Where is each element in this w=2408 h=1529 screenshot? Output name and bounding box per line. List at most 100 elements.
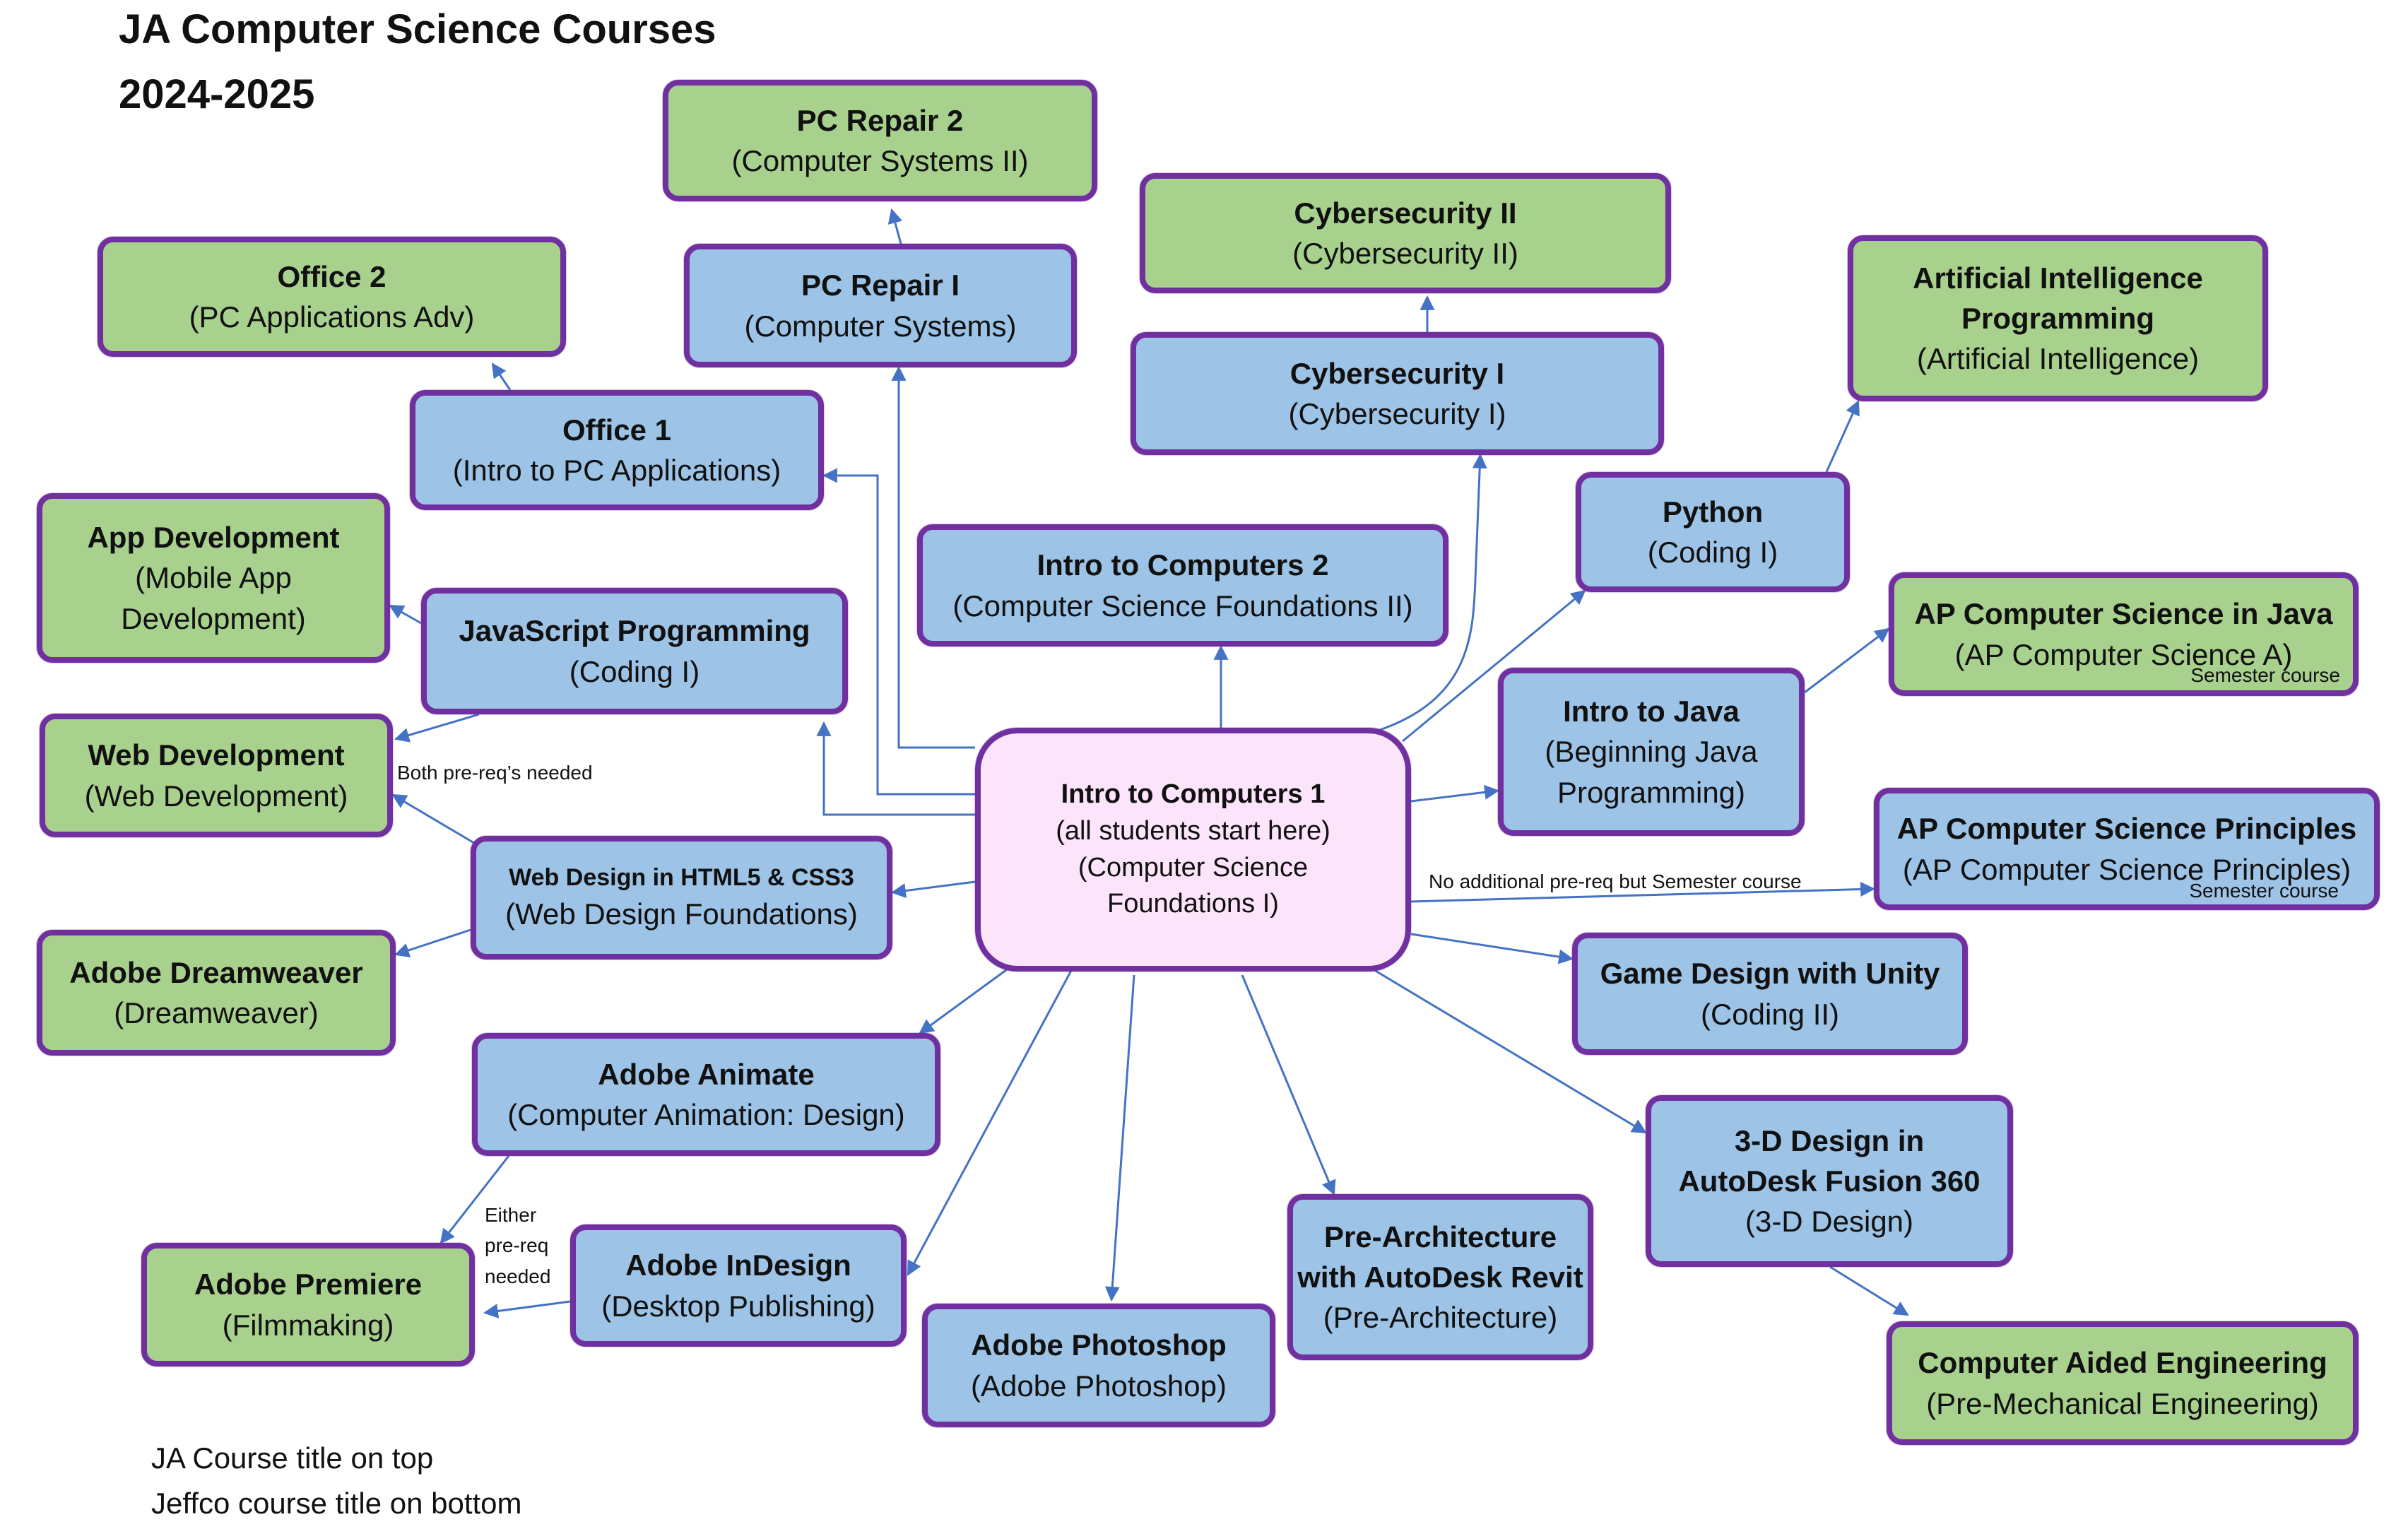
course-pc-repair-2[interactable]: PC Repair 2 (Computer Systems II)	[663, 80, 1097, 201]
course-title: Adobe InDesign	[625, 1248, 851, 1282]
course-title: Game Design with Unity	[1600, 957, 1940, 991]
course-office-2[interactable]: Office 2 (PC Applications Adv)	[98, 237, 566, 357]
course-pc-repair-1[interactable]: PC Repair I (Computer Systems)	[684, 244, 1077, 367]
course-subtitle: (Coding I)	[569, 654, 700, 688]
course-cybersecurity-1[interactable]: Cybersecurity I (Cybersecurity I)	[1131, 332, 1664, 455]
course-title-line1: Pre-Architecture	[1323, 1220, 1557, 1253]
course-adobe-indesign[interactable]: Adobe InDesign (Desktop Publishing)	[570, 1224, 907, 1347]
arrow-js-to-appdev	[389, 604, 422, 625]
course-title: JavaScript Programming	[459, 614, 810, 648]
arrow-3d-to-cae	[1829, 1265, 1909, 1316]
course-subtitle: (Computer Animation: Design)	[507, 1098, 905, 1131]
arrow-intro1-to-gamedesign	[1410, 933, 1574, 964]
course-subtitle: (Dreamweaver)	[114, 996, 319, 1029]
course-title: Adobe Dreamweaver	[69, 955, 363, 989]
course-python[interactable]: Python (Coding I)	[1576, 472, 1850, 592]
course-adobe-dreamweaver[interactable]: Adobe Dreamweaver (Dreamweaver)	[37, 930, 396, 1056]
arrow-intro1-to-pcrepair1	[891, 365, 975, 749]
note-either-line1: Either	[485, 1204, 537, 1226]
course-adobe-photoshop[interactable]: Adobe Photoshop (Adobe Photoshop)	[922, 1304, 1275, 1427]
course-title: Intro to Computers 1	[1061, 779, 1326, 810]
course-ap-cs-principles[interactable]: AP Computer Science Principles (AP Compu…	[1874, 788, 2380, 910]
arrow-webdesign-to-dreamweaver	[394, 928, 471, 958]
course-title-line1: Artificial Intelligence	[1913, 261, 2203, 295]
course-title: Adobe Photoshop	[971, 1328, 1227, 1362]
course-subtitle: (Cybersecurity II)	[1292, 237, 1518, 270]
course-intro-to-computers-1[interactable]: Intro to Computers 1 (all students start…	[975, 728, 1411, 972]
course-subtitle: (Filmmaking)	[222, 1308, 394, 1342]
course-subtitle: (AP Computer Science A)	[1954, 637, 2293, 671]
course-title: App Development	[87, 521, 340, 555]
legend-line-1: JA Course title on top	[151, 1441, 434, 1475]
course-cybersecurity-2[interactable]: Cybersecurity II (Cybersecurity II)	[1140, 173, 1671, 293]
course-subtitle: (Computer Systems II)	[731, 144, 1029, 177]
arrow-js-to-webdev	[394, 713, 480, 743]
note-either-prereq: Either pre-req needed	[485, 1200, 550, 1292]
course-office-1[interactable]: Office 1 (Intro to PC Applications)	[410, 390, 824, 510]
course-subtitle: (Adobe Photoshop)	[971, 1369, 1227, 1403]
course-subtitle: (3-D Design)	[1745, 1205, 1914, 1239]
arrow-intro1-to-indesign	[907, 967, 1074, 1276]
arrow-intro1-to-photoshop	[1104, 974, 1135, 1302]
note-either-line3: needed	[485, 1265, 551, 1287]
arrow-intro1-to-cyber1	[1377, 453, 1487, 732]
course-subtitle: (Desktop Publishing)	[601, 1289, 875, 1323]
course-web-development[interactable]: Web Development (Web Development)	[40, 714, 393, 837]
course-computer-aided-engineering[interactable]: Computer Aided Engineering (Pre-Mechanic…	[1887, 1321, 2359, 1445]
arrow-intro1-to-python	[1402, 589, 1586, 743]
course-title: PC Repair 2	[796, 103, 964, 137]
course-intro-to-java[interactable]: Intro to Java (Beginning Java Programmin…	[1498, 668, 1805, 836]
course-subtitle: (Cybersecurity I)	[1288, 397, 1506, 430]
arrow-intro1-to-js	[816, 721, 975, 816]
course-subtitle-line1: (Mobile App	[135, 561, 292, 595]
arrow-intro1-to-introjava	[1410, 784, 1500, 803]
course-ai-programming[interactable]: Artificial Intelligence Programming (Art…	[1848, 235, 2268, 401]
course-title: Office 1	[562, 413, 672, 447]
page-title: JA Computer Science Courses	[119, 6, 716, 52]
course-title: Intro to Computers 2	[1037, 548, 1329, 582]
course-title: Web Design in HTML5 & CSS3	[509, 863, 854, 891]
course-title-line2: AutoDesk Fusion 360	[1678, 1164, 1981, 1198]
arrow-intro1-to-office1	[822, 468, 975, 796]
course-title-line2: Programming	[1961, 301, 2155, 335]
semester-course-note: Semester course	[2189, 879, 2339, 902]
course-start-note: (all students start here)	[1056, 815, 1330, 846]
course-title: Cybersecurity II	[1294, 196, 1517, 230]
course-game-design-unity[interactable]: Game Design with Unity (Coding II)	[1572, 933, 1968, 1055]
course-subtitle: (Pre-Architecture)	[1323, 1301, 1558, 1335]
course-title: Cybersecurity I	[1289, 356, 1505, 390]
course-subtitle: (Artificial Intelligence)	[1916, 342, 2200, 376]
course-adobe-animate[interactable]: Adobe Animate (Computer Animation: Desig…	[472, 1033, 940, 1156]
course-title-line2: with AutoDesk Revit	[1297, 1260, 1583, 1294]
arrow-intro1-to-apcsp	[1410, 882, 1876, 903]
course-title: Computer Aided Engineering	[1918, 1346, 2327, 1380]
course-subtitle: (Coding I)	[1647, 536, 1778, 569]
course-subtitle: (Computer Science Foundations II)	[952, 589, 1413, 622]
arrow-animate-to-premiere	[439, 1155, 510, 1244]
course-title: Office 2	[277, 259, 386, 293]
page-year: 2024-2025	[119, 71, 315, 117]
arrow-pcrepair1-to-pcrepair2	[887, 208, 903, 244]
arrow-webdesign-to-webdev	[391, 793, 478, 846]
course-title-line1: 3-D Design in	[1734, 1123, 1925, 1157]
course-subtitle-line2: Development)	[121, 601, 306, 635]
course-title: Python	[1662, 495, 1764, 529]
course-subtitle: (Intro to PC Applications)	[452, 454, 781, 487]
course-ap-cs-java[interactable]: AP Computer Science in Java (AP Computer…	[1889, 572, 2359, 696]
arrow-introjava-to-apjava	[1804, 627, 1890, 694]
course-adobe-premiere[interactable]: Adobe Premiere (Filmmaking)	[141, 1243, 475, 1366]
course-title: Web Development	[88, 738, 345, 772]
course-intro-to-computers-2[interactable]: Intro to Computers 2 (Computer Science F…	[917, 524, 1448, 647]
course-web-design[interactable]: Web Design in HTML5 & CSS3 (Web Design F…	[471, 836, 892, 960]
course-3d-design[interactable]: 3-D Design in AutoDesk Fusion 360 (3-D D…	[1646, 1095, 2013, 1267]
course-app-development[interactable]: App Development (Mobile App Development)	[37, 493, 390, 663]
course-subtitle: (Pre-Mechanical Engineering)	[1926, 1386, 2319, 1420]
course-javascript-programming[interactable]: JavaScript Programming (Coding I)	[421, 588, 848, 714]
course-subtitle: (Computer Systems)	[744, 309, 1017, 343]
course-subtitle: (Web Development)	[84, 779, 348, 813]
course-subtitle-line2: Programming)	[1557, 775, 1746, 809]
course-pre-architecture[interactable]: Pre-Architecture with AutoDesk Revit (Pr…	[1287, 1194, 1593, 1360]
note-both-prereqs: Both pre-req’s needed	[397, 762, 593, 784]
course-title: AP Computer Science in Java	[1914, 597, 2333, 631]
